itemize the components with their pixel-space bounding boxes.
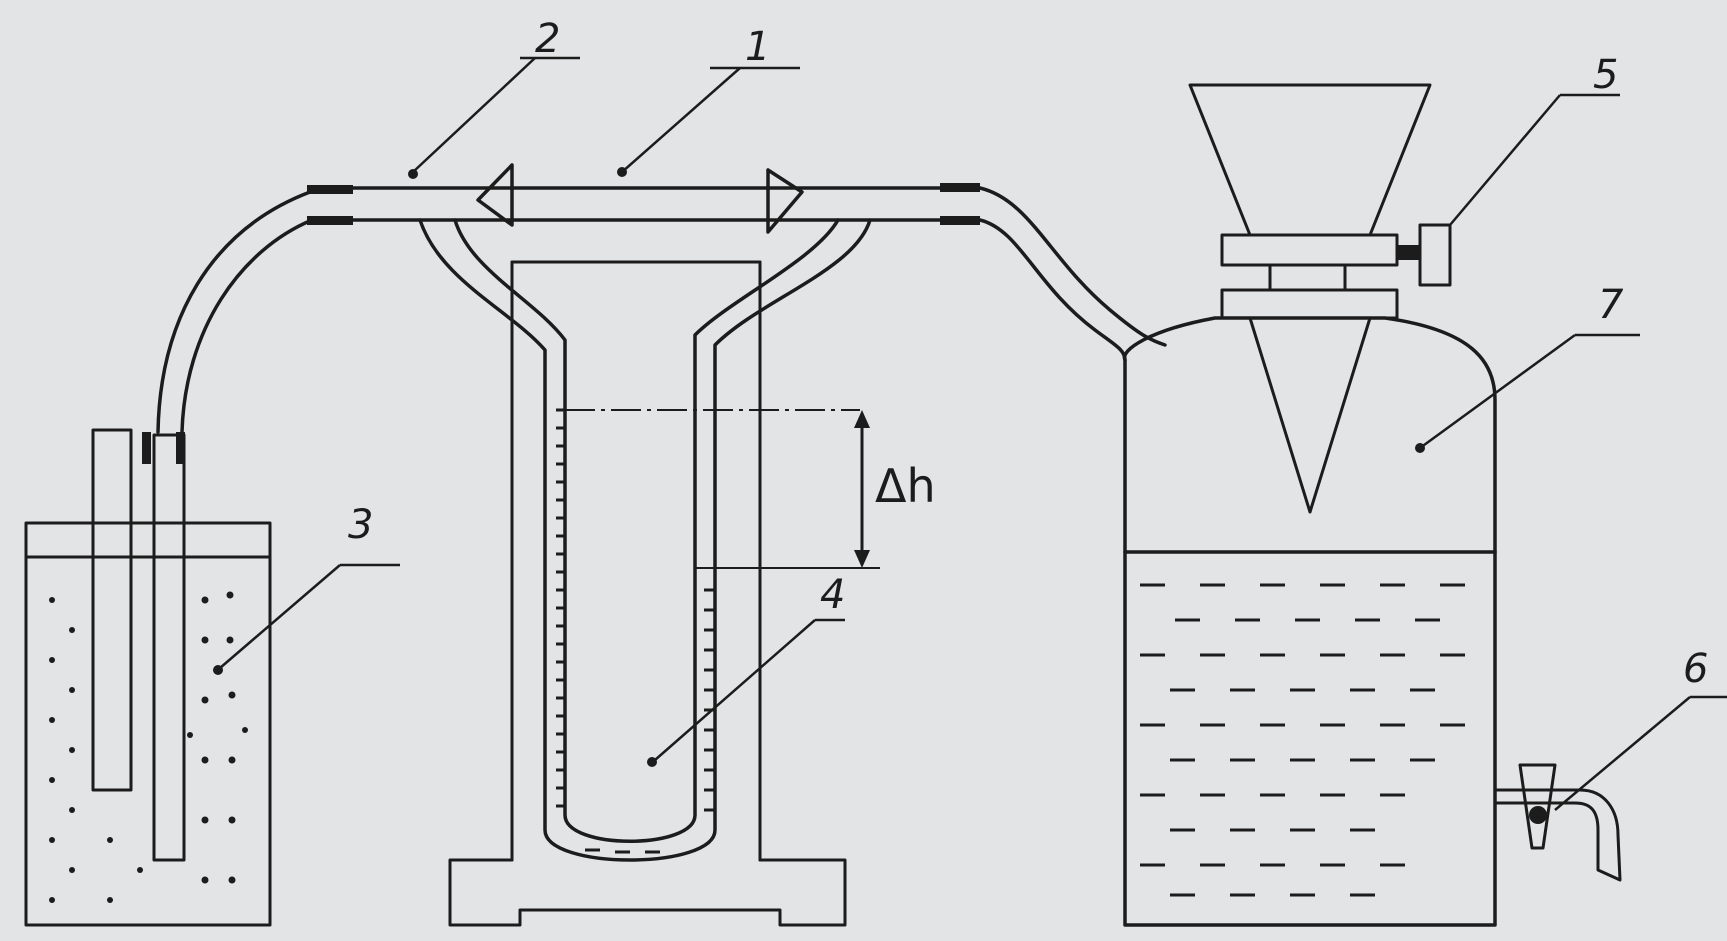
soil-vessel bbox=[24, 428, 272, 927]
funnel bbox=[1188, 83, 1452, 514]
label-valve: 5 bbox=[1593, 52, 1618, 98]
label-tap: 6 bbox=[1683, 646, 1708, 692]
label-tank: 7 bbox=[1598, 282, 1624, 328]
label-tube: 1 bbox=[745, 24, 770, 70]
soil-dots bbox=[49, 591, 248, 903]
delta-h-label: Δh bbox=[875, 459, 936, 513]
leader-lines bbox=[219, 56, 1727, 811]
label-junction: 2 bbox=[535, 16, 560, 62]
top-tube bbox=[156, 163, 1167, 434]
tank bbox=[1122, 316, 1497, 927]
label-soil-vessel: 3 bbox=[348, 502, 373, 548]
drain-tap bbox=[1493, 763, 1622, 882]
manometer bbox=[418, 218, 880, 927]
leader-dots bbox=[213, 167, 1425, 767]
label-manometer: 4 bbox=[820, 572, 845, 618]
